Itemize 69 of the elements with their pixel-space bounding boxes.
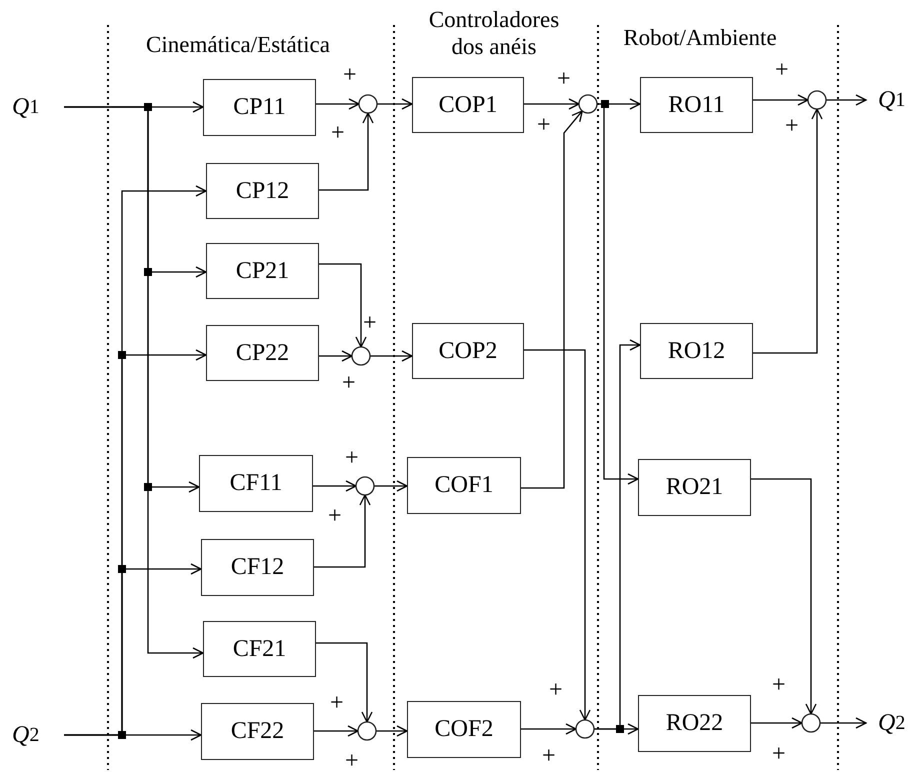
transfer-block: RO21 [638,459,751,516]
transfer-block: COF1 [407,457,521,514]
signal-arrow [753,94,809,106]
transfer-block: CF21 [203,621,316,677]
transfer-block: CP21 [206,243,319,299]
transfer-block: COP1 [412,77,524,133]
signal-arrow [319,350,353,362]
transfer-block: CP22 [206,325,319,381]
signal-arrow [597,103,639,485]
signal-arrow [319,263,367,348]
summing-junction [351,346,371,366]
signal-arrow [753,108,823,354]
signal-arrow [64,185,207,736]
signal-arrow [524,349,591,721]
signal-arrow [751,717,803,729]
section-heading: Cinemática/Estática [145,31,331,58]
summing-junction [578,94,598,114]
section-heading: Robot/Ambiente [622,24,778,51]
signal-arrow [319,112,374,191]
transfer-block: RO22 [638,695,751,752]
sign-label: + [772,742,786,766]
signal-arrow [370,350,413,362]
transfer-block: CF11 [199,455,313,512]
summing-junction [801,713,821,733]
transfer-block: CP12 [206,163,319,219]
transfer-block: RO11 [640,77,753,133]
transfer-block: CP11 [203,79,316,136]
transfer-block: CF22 [201,703,314,760]
sign-label: + [785,114,799,138]
transfer-block: COP2 [412,323,524,379]
sign-label: + [549,678,563,702]
transfer-block: CF12 [201,539,314,596]
transfer-block: RO12 [640,323,753,379]
section-heading: Controladores dos anéis [428,6,560,60]
signal-arrow [751,478,817,715]
sign-label: + [343,63,357,87]
sign-label: + [328,504,342,528]
sign-label: + [345,749,359,773]
signal-arrow [594,339,641,730]
summing-junction [357,721,377,741]
summing-junction [575,719,595,739]
sign-label: + [331,121,345,145]
summing-junction [358,94,378,114]
sign-label: + [775,58,789,82]
signal-arrow [314,494,371,568]
signal-arrow [374,480,408,492]
signal-arrow [316,642,373,723]
sign-label: + [537,113,551,137]
signal-arrow [314,725,359,737]
sign-label: + [345,446,359,470]
signal-arrow [313,480,357,492]
transfer-block: COF2 [407,701,521,758]
signal-arrow [521,723,577,735]
sign-label: + [772,673,786,697]
signal-arrow [521,110,583,489]
sign-label: + [330,691,344,715]
sign-label: + [557,67,571,91]
signal-arrow [316,98,360,110]
sign-label: + [363,311,377,335]
signal-arrow [64,106,204,659]
signal-arrow [377,98,413,110]
summing-junction [355,476,375,496]
signal-arrow [376,725,408,737]
summing-junction [807,90,827,110]
signal-arrow [826,94,867,106]
sign-label: + [342,371,356,395]
sign-label: + [542,744,556,768]
signal-arrow [524,98,580,110]
signal-arrow [820,717,867,729]
